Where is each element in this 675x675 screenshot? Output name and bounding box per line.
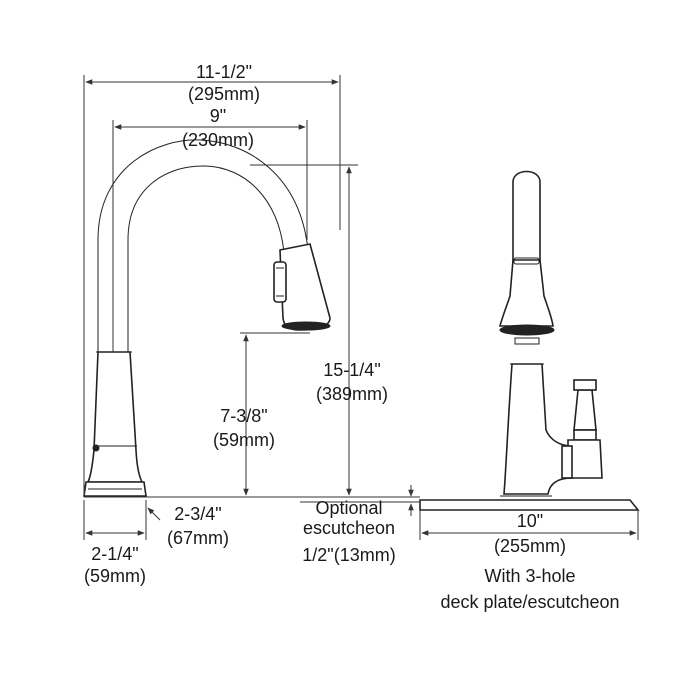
label-spout-clearance-metric: (59mm): [213, 430, 275, 450]
label-base-offset-metric: (67mm): [167, 528, 229, 548]
front-handle-body: [567, 439, 603, 479]
dimension-lines: [83, 75, 639, 540]
spout-gooseneck: [97, 139, 309, 352]
front-faucet-body: [503, 363, 573, 495]
note-line1: With 3-hole: [484, 566, 575, 586]
label-escutcheon-line2: escutcheon: [303, 518, 395, 538]
faucet-body: [86, 351, 144, 483]
label-overall-reach-metric: (295mm): [188, 84, 260, 104]
spray-button: [273, 261, 287, 303]
front-spray-head: [498, 259, 554, 327]
label-base-diameter: 2-1/4": [91, 544, 138, 564]
dim-base-offset-line: [147, 507, 161, 521]
label-escutcheon-line1: Optional: [315, 498, 382, 518]
dimension-labels: 11-1/2" (295mm) 9" (230mm) 15-1/4" (389m…: [84, 62, 620, 612]
label-overall-height: 15-1/4": [323, 360, 380, 380]
label-escutcheon-value: 1/2"(13mm): [302, 545, 395, 565]
front-spout-tube: [512, 170, 541, 263]
side-view-faucet: [83, 139, 331, 497]
front-handle-lever: [573, 389, 597, 431]
front-spray-face: [499, 324, 555, 336]
spout-gooseneck-inner: [127, 165, 285, 352]
pulldown-spray-head: [279, 243, 331, 331]
front-view-faucet: [419, 170, 640, 511]
label-spout-reach: 9": [210, 106, 226, 126]
label-spout-clearance: 7-3/8": [220, 406, 267, 426]
label-deck-plate-metric: (255mm): [494, 536, 566, 556]
label-spout-reach-metric: (230mm): [182, 130, 254, 150]
label-deck-plate: 10": [517, 511, 543, 531]
label-overall-height-metric: (389mm): [316, 384, 388, 404]
deck-plate: [419, 499, 640, 511]
note-line2: deck plate/escutcheon: [440, 592, 619, 612]
spray-face: [281, 321, 331, 331]
label-overall-reach: 11-1/2": [196, 62, 252, 82]
label-base-diameter-metric: (59mm): [84, 566, 146, 586]
label-base-offset: 2-3/4": [174, 504, 221, 524]
